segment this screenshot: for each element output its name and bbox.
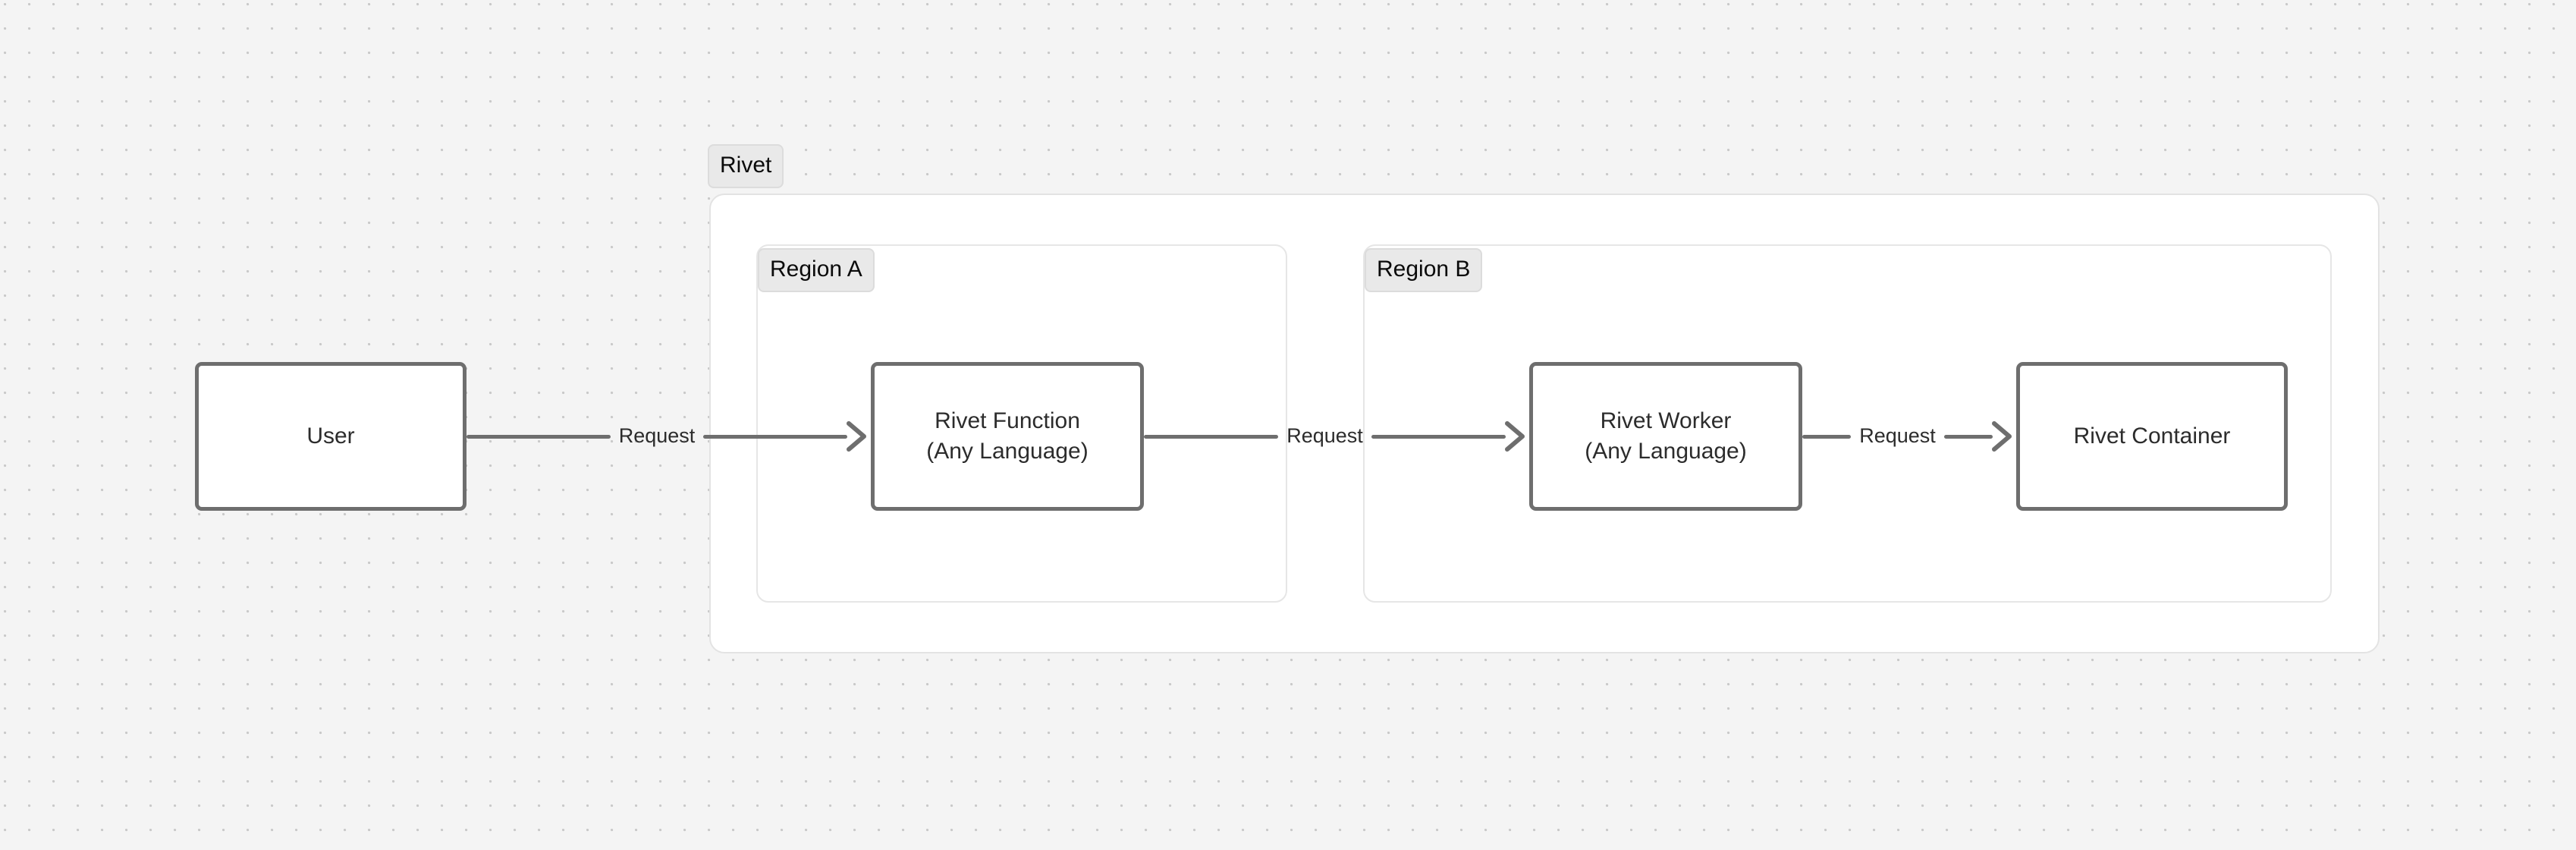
- edge-line-segment: [467, 434, 611, 439]
- node-rivet-function-sublabel: (Any Language): [926, 439, 1089, 464]
- group-label-rivet[interactable]: Rivet: [708, 144, 784, 188]
- group-label-region-b[interactable]: Region B: [1365, 248, 1483, 292]
- edge-label-request: Request: [618, 423, 696, 447]
- group-label-region-a[interactable]: Region A: [758, 248, 875, 292]
- node-rivet-function[interactable]: Rivet Function (Any Language): [871, 362, 1144, 511]
- node-rivet-worker[interactable]: Rivet Worker (Any Language): [1529, 362, 1802, 511]
- node-rivet-worker-label: Rivet Worker: [1600, 408, 1732, 433]
- node-rivet-container-label: Rivet Container: [2073, 423, 2231, 449]
- node-user[interactable]: User: [195, 362, 467, 511]
- node-user-label: User: [306, 423, 355, 449]
- node-rivet-function-label: Rivet Function: [935, 408, 1080, 433]
- node-rivet-worker-sublabel: (Any Language): [1585, 439, 1747, 464]
- node-rivet-container[interactable]: Rivet Container: [2016, 362, 2288, 511]
